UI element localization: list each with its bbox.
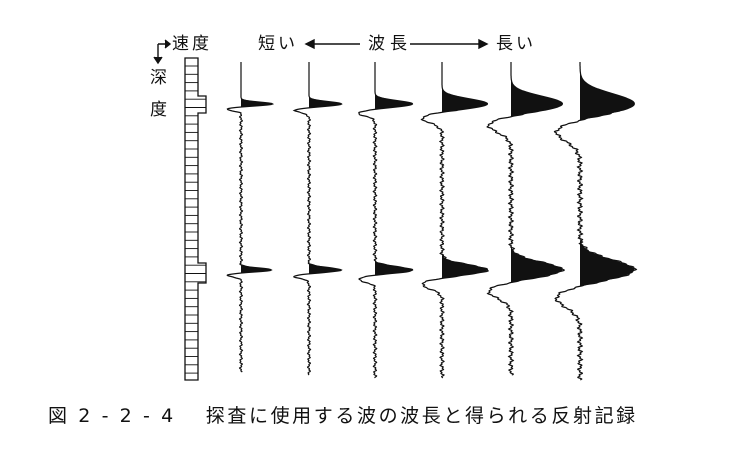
reflection-lobe	[309, 259, 342, 274]
reflection-lobe	[375, 89, 413, 110]
reflection-lobe	[580, 58, 635, 121]
seismic-trace	[292, 62, 343, 376]
reflection-lobe	[511, 69, 563, 117]
reflection-lobe	[241, 261, 273, 274]
reflection-lobe	[580, 224, 635, 287]
short-label: 短い	[258, 34, 298, 54]
reflection-lobe	[375, 255, 413, 276]
left-arrowhead-icon	[304, 38, 315, 50]
log-outline	[184, 57, 207, 381]
figure-number: 図 2 - 2 - 4	[48, 405, 176, 427]
reflection-lobe	[442, 80, 488, 113]
velocity-log	[184, 57, 207, 381]
reflection-lobe	[511, 235, 563, 283]
seismic-trace	[420, 62, 489, 379]
velocity-label: 速度	[172, 34, 212, 54]
length-label: 長	[390, 34, 407, 54]
figure-caption: 図 2 - 2 - 4 探査に使用する波の波長と得られる反射記録	[48, 401, 638, 428]
header-arrows	[304, 38, 489, 50]
wave-label: 波	[368, 34, 385, 54]
axis-arrows	[153, 39, 172, 65]
velocity-arrow-icon	[164, 39, 172, 49]
reflection-lobe	[442, 246, 488, 279]
seismic-traces	[226, 58, 638, 381]
seismic-trace	[486, 62, 565, 376]
seismic-trace	[226, 62, 275, 373]
depth-label-2: 度	[150, 100, 167, 120]
long-label: 長い	[496, 34, 536, 54]
reflection-lobe	[309, 93, 342, 108]
right-arrowhead-icon	[478, 38, 489, 50]
seismic-trace	[358, 62, 414, 379]
seismic-trace	[553, 62, 638, 381]
reflection-lobe	[241, 95, 273, 108]
depth-arrow-icon	[153, 56, 163, 65]
figure-title: 探査に使用する波の波長と得られる反射記録	[205, 405, 638, 427]
depth-label-1: 深	[150, 68, 167, 88]
